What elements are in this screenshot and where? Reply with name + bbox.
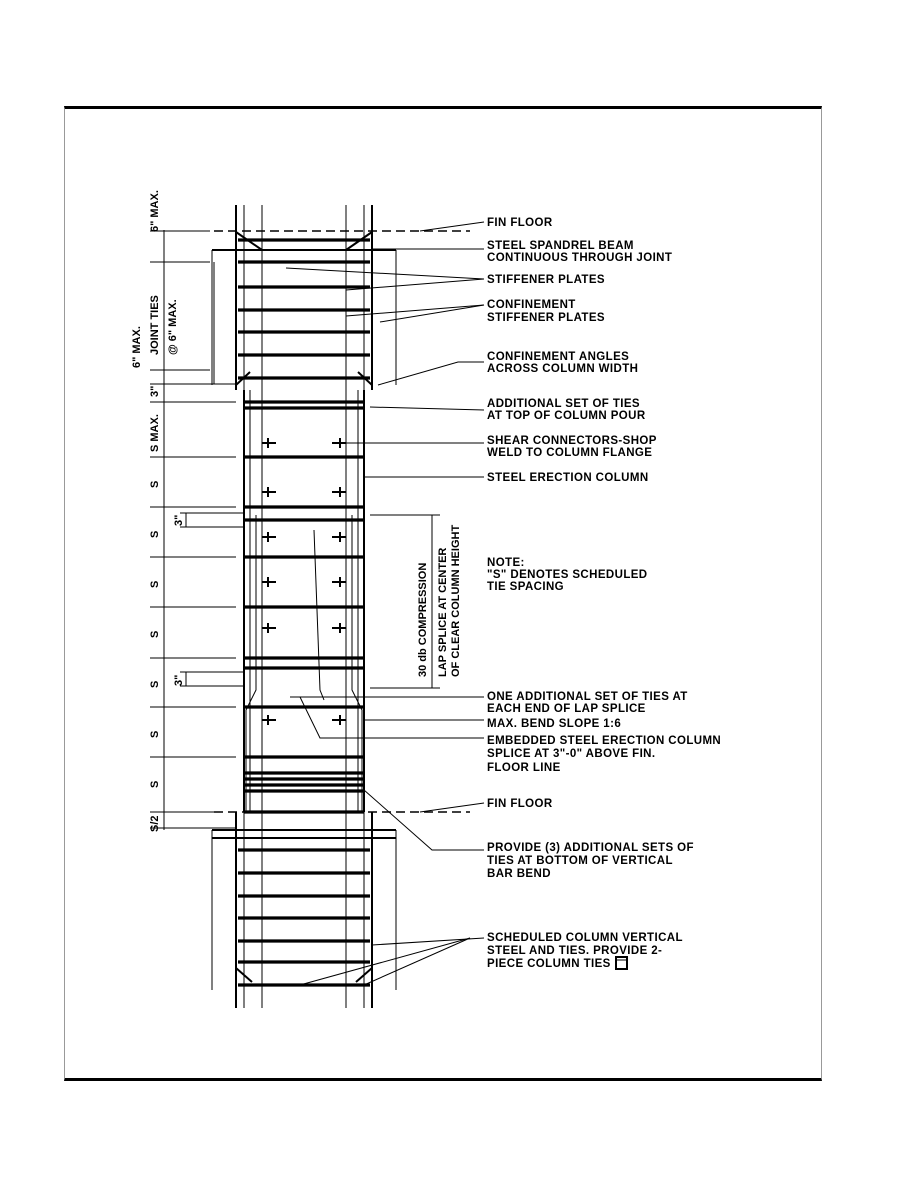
dim-s-max: S MAX. [149, 414, 161, 452]
lap-splice-dimension [370, 514, 440, 689]
label-erection: STEEL ERECTION COLUMN [487, 472, 649, 484]
label-provide-3: BAR BEND [487, 868, 551, 880]
label-shear-1: SHEAR CONNECTORS-SHOP [487, 435, 657, 447]
label-embedded-1: EMBEDDED STEEL ERECTION COLUMN [487, 735, 721, 747]
dim-three-b: 3" [173, 675, 185, 686]
label-scheduled-2: STEEL AND TIES. PROVIDE 2- [487, 945, 662, 957]
dim-s-2: S [149, 531, 161, 538]
note-line-1: "S" DENOTES SCHEDULED [487, 569, 648, 581]
column-body [211, 205, 397, 1008]
dim-s-half: S/2 [149, 815, 161, 832]
label-scheduled-1: SCHEDULED COLUMN VERTICAL [487, 932, 683, 944]
label-scheduled-3: PIECE COLUMN TIES [487, 958, 611, 970]
label-embedded-2: SPLICE AT 3"-0" ABOVE FIN. [487, 748, 655, 760]
label-spandrel-1: STEEL SPANDREL BEAM [487, 240, 634, 252]
dim-three-a: 3" [173, 515, 185, 526]
dim-s-6: S [149, 731, 161, 738]
label-provide-1: PROVIDE (3) ADDITIONAL SETS OF [487, 842, 694, 854]
label-provide-2: TIES AT BOTTOM OF VERTICAL [487, 855, 673, 867]
dimension-string [150, 230, 244, 830]
dim-s-7: S [149, 781, 161, 788]
dim-s-3: S [149, 581, 161, 588]
column-ties [238, 238, 370, 987]
label-fin-floor-top: FIN FLOOR [487, 217, 553, 229]
dim-joint-ties: JOINT TIES [149, 295, 161, 355]
label-additional-1: ADDITIONAL SET OF TIES [487, 398, 640, 410]
dim-three-top: 3" [149, 386, 161, 397]
label-angles-2: ACROSS COLUMN WIDTH [487, 363, 638, 375]
label-additional-2: AT TOP OF COLUMN POUR [487, 410, 646, 422]
label-embedded-3: FLOOR LINE [487, 762, 561, 774]
label-confinement-2: STIFFENER PLATES [487, 312, 605, 324]
label-fin-floor-bottom: FIN FLOOR [487, 798, 553, 810]
label-one-additional-2: EACH END OF LAP SPLICE [487, 703, 646, 715]
note-title: NOTE: [487, 557, 525, 569]
dim-lap-2: OF CLEAR COLUMN HEIGHT [450, 525, 462, 677]
dim-s-5: S [149, 681, 161, 688]
dim-at-six-max: @ 6" MAX. [167, 299, 179, 355]
label-shear-2: WELD TO COLUMN FLANGE [487, 447, 652, 459]
leader-lines [285, 221, 485, 986]
two-piece-tie-icon [615, 956, 628, 970]
label-spandrel-2: CONTINUOUS THROUGH JOINT [487, 252, 672, 264]
note-line-2: TIE SPACING [487, 581, 564, 593]
label-one-additional-1: ONE ADDITIONAL SET OF TIES AT [487, 691, 688, 703]
dim-six-max-side: 6" MAX. [131, 326, 143, 368]
shear-connectors [262, 438, 346, 725]
label-angles-1: CONFINEMENT ANGLES [487, 351, 629, 363]
drawing-frame [64, 106, 822, 1081]
label-stiffener: STIFFENER PLATES [487, 274, 605, 286]
dim-s-1: S [149, 481, 161, 488]
dim-compression: 30 db COMPRESSION [417, 563, 429, 677]
label-confinement-1: CONFINEMENT [487, 299, 576, 311]
dim-six-max-top: 6" MAX. [149, 190, 161, 232]
dim-lap-1: LAP SPLICE AT CENTER [437, 548, 449, 677]
label-bend-slope: MAX. BEND SLOPE 1:6 [487, 718, 621, 730]
dim-s-4: S [149, 631, 161, 638]
